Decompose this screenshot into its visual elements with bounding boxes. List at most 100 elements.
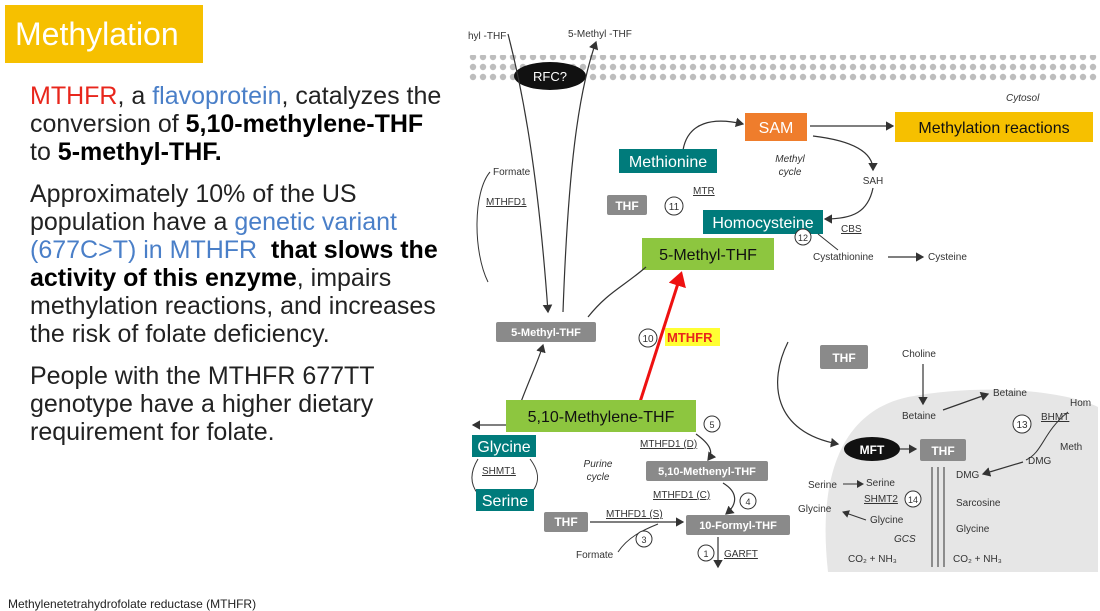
- sam-box: [745, 113, 807, 141]
- purine-cycle-line1: Purine: [584, 459, 613, 470]
- thf-box-mtr: [607, 195, 647, 215]
- methionine-to-sam-arc: [682, 117, 745, 151]
- p1-sep1: , a: [117, 82, 153, 110]
- rfc-carrier: [514, 62, 586, 90]
- cysteine-label: Cysteine: [928, 252, 967, 263]
- paragraph-variant: Approximately 10% of the US population h…: [30, 180, 450, 348]
- shmt1-arc-right: [529, 458, 538, 495]
- bhmt-arc: [1025, 411, 1069, 461]
- p2-start: Approximately 10% of the US population h…: [30, 180, 357, 236]
- step-12-label: 12: [798, 233, 808, 243]
- glycine-left-label: Glycine: [798, 504, 832, 515]
- step-4-circle: [739, 492, 757, 510]
- methyl-thf-gray-label: 5-Methyl-THF: [511, 327, 581, 339]
- sah-to-homocysteine-arc: [823, 187, 874, 224]
- cbs-label: CBS: [841, 224, 862, 235]
- mthfd1-d-label: MTHFD1 (D): [640, 439, 697, 450]
- step-13-label: 13: [1016, 420, 1028, 431]
- bhmt-label: BHMT: [1041, 412, 1069, 423]
- step-5-label: 5: [709, 420, 714, 430]
- mtr-label: MTR: [693, 186, 715, 197]
- step-4-label: 4: [745, 497, 750, 507]
- betaine-inner-label: Betaine: [902, 411, 936, 422]
- folate-pathway-diagram: hyl -THF 5-Methyl -THF Cytosol RFC? Form…: [468, 29, 1098, 572]
- mft-carrier: [844, 437, 900, 461]
- methylation-reactions-label: Methylation reactions: [918, 120, 1069, 137]
- betaine-export-arrow: [942, 391, 990, 411]
- p2-rest: , impairs methylation reactions, and inc…: [30, 264, 436, 348]
- glycine-box: [472, 435, 536, 457]
- glycine-export-arrow: [842, 510, 867, 521]
- glycine-inner-label: Glycine: [870, 515, 904, 526]
- sah-label: SAH: [863, 176, 884, 187]
- methionine-cut-label: Meth: [1060, 442, 1082, 453]
- slide-title: Methylation: [5, 5, 203, 63]
- step-11-label: 11: [669, 202, 680, 213]
- glycine-right-label: Glycine: [956, 524, 990, 535]
- mthfr-diagram-label: MTHFR: [667, 330, 713, 345]
- shmt1-label: SHMT1: [482, 466, 516, 477]
- choline-label: Choline: [902, 349, 936, 360]
- methyl-thf-gray-box: [496, 322, 596, 342]
- purine-cycle-line2: cycle: [587, 472, 610, 483]
- cystathionine-label: Cystathionine: [813, 252, 874, 263]
- betaine-top-label: Betaine: [993, 388, 1027, 399]
- step-10-label: 10: [642, 334, 654, 345]
- garft-label: GARFT: [724, 549, 758, 560]
- homocysteine-to-cystathionine: [817, 233, 839, 251]
- serine-inner-label: Serine: [866, 478, 895, 489]
- methenyl-thf-label: 5,10-Methenyl-THF: [658, 466, 756, 478]
- mft-label: MFT: [860, 443, 885, 457]
- gray-to-green-arc: [587, 266, 647, 318]
- step-11-circle: [664, 196, 684, 216]
- step-3-circle: [635, 530, 653, 548]
- step-1-label: 1: [703, 549, 708, 559]
- formate-arc: [476, 171, 491, 283]
- formate-label: Formate: [493, 167, 531, 178]
- sam-label: SAM: [759, 120, 794, 137]
- variant-term: genetic variant (677C>T) in MTHFR: [30, 208, 397, 264]
- slows-term: that slows the activity of this enzyme: [30, 236, 438, 292]
- methionine-label: Methionine: [629, 154, 707, 171]
- rfc-label: RFC?: [533, 69, 567, 84]
- homocysteine-cut-label: Hom: [1070, 398, 1091, 409]
- methylene-thf-label: 5,10-Methylene-THF: [528, 409, 675, 426]
- step-12-circle: [794, 228, 812, 246]
- thf-box-bottom: [544, 512, 588, 532]
- methenyl-to-formyl-arrow: [722, 482, 736, 515]
- methyl-cycle-line2: cycle: [779, 167, 802, 178]
- methenyl-thf-box: [646, 461, 768, 481]
- product-term: 5-methyl-THF.: [57, 138, 222, 166]
- methylation-reactions-box: [895, 112, 1093, 142]
- step-1-circle: [697, 544, 715, 562]
- top-left-label: hyl -THF: [468, 31, 506, 42]
- dmg-right-label: DMG: [1028, 456, 1052, 467]
- thf-label-mtr: THF: [615, 199, 638, 213]
- dmg-export-arrow: [981, 461, 1024, 477]
- thf-box-right: [820, 345, 868, 369]
- homocysteine-label: Homocysteine: [712, 215, 813, 232]
- thf-label-right: THF: [832, 351, 855, 365]
- gcs-label: GCS: [894, 534, 916, 545]
- serine-left-label: Serine: [808, 480, 837, 491]
- co2-left-label: CO₂ + NH₃: [848, 554, 897, 565]
- thf-mito-label: THF: [931, 444, 954, 458]
- rfc-arrow-out: [562, 40, 599, 313]
- shmt1-arc: [471, 458, 479, 495]
- paragraph-genotype: People with the MTHFR 677TT genotype hav…: [30, 362, 375, 446]
- serine-box-label: Serine: [482, 493, 528, 510]
- formyl-thf-box: [686, 515, 790, 535]
- dmg-inner-label: DMG: [956, 470, 980, 481]
- paragraph-mthfr: MTHFR, a flavoprotein, catalyzes the con…: [30, 82, 450, 166]
- step-5-circle: [703, 415, 721, 433]
- mthfr-highlight: [665, 328, 720, 346]
- formate-to-thf-arc: [617, 523, 659, 553]
- mthfr-term: MTHFR: [30, 82, 118, 110]
- rfc-arrow-in: [507, 33, 553, 314]
- thf-mito-box: [920, 439, 966, 461]
- step-3-label: 3: [641, 535, 646, 545]
- sarcosine-label: Sarcosine: [956, 498, 1001, 509]
- footnote: Methylenetetrahydrofolate reductase (MTH…: [8, 597, 257, 611]
- formate-bottom-label: Formate: [576, 550, 614, 561]
- top-center-label: 5-Methyl -THF: [568, 29, 632, 40]
